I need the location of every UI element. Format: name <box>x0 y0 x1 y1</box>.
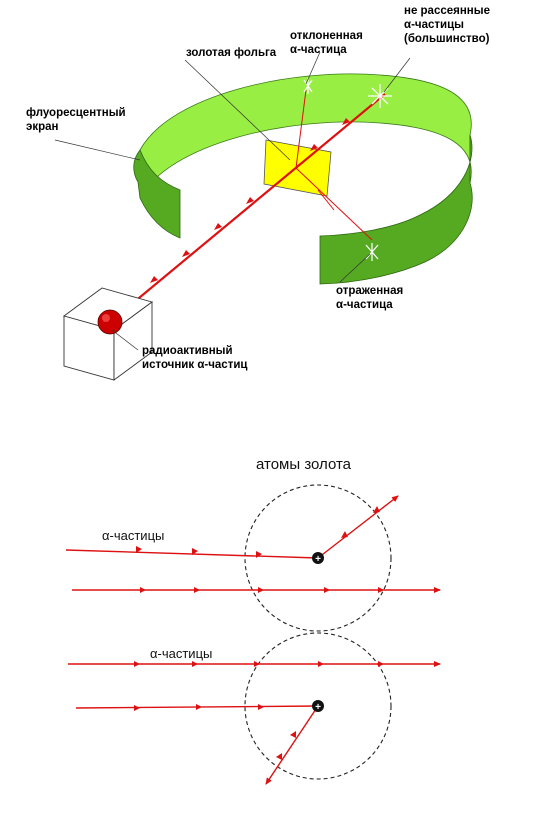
label-screen-line2: экран <box>26 121 59 133</box>
atom-upper <box>244 484 392 632</box>
label-screen-line1: флуоресцентный <box>26 107 126 119</box>
nucleus-upper-sign: + <box>315 554 321 565</box>
label-reflected-line2: α-частица <box>336 299 393 311</box>
beam-arrows <box>150 118 350 283</box>
label-deflected-line1: отклоненная <box>290 30 363 42</box>
source-ball-highlight <box>102 314 110 322</box>
flash-reflected-icon <box>365 243 379 261</box>
beam-reflected-2 <box>317 189 335 211</box>
beam-main <box>109 93 386 323</box>
atoms-title: атомы золота <box>256 456 352 473</box>
label-unscattered-line3: (большинство) <box>404 33 490 45</box>
label-gold-foil: золотая фольга <box>186 47 277 59</box>
atom-lower <box>244 632 392 780</box>
nucleus-upper <box>312 552 324 564</box>
label-alpha-lower: α-частицы <box>150 646 213 661</box>
track-4-reflected <box>265 705 319 785</box>
source-box <box>62 287 154 381</box>
label-deflected-line2: α-частица <box>290 44 347 56</box>
label-source-line1: радиоактивный <box>142 345 233 357</box>
atoms-diagram: + + <box>65 484 441 785</box>
label-unscattered-line2: α-частицы <box>404 19 464 31</box>
leader-lines <box>54 51 411 351</box>
label-screen: флуоресцентный экран <box>26 106 126 134</box>
screen-right-front <box>319 134 473 285</box>
label-alpha-upper: α-частицы <box>102 528 165 543</box>
apparatus-diagram <box>54 51 473 381</box>
beam-deflected <box>295 89 307 169</box>
label-unscattered-line1: не рассеянные <box>404 5 490 17</box>
source-ball <box>97 309 123 335</box>
label-unscattered: не рассеянные α-частицы (большинство) <box>404 4 490 46</box>
screen-left-front <box>133 149 181 239</box>
nucleus-lower-sign: + <box>315 702 321 713</box>
track-arrows <box>134 506 384 760</box>
label-source: радиоактивный источник α-частиц <box>142 344 247 372</box>
beam-reflected <box>295 167 373 241</box>
label-deflected: отклоненная α-частица <box>290 29 363 57</box>
flash-deflected-icon <box>303 78 313 94</box>
label-reflected: отраженная α-частица <box>336 284 403 312</box>
label-source-line2: источник α-частиц <box>142 359 248 371</box>
nucleus-lower <box>312 700 324 712</box>
label-reflected-line1: отраженная <box>336 285 404 297</box>
track-1-deflected <box>317 495 399 559</box>
